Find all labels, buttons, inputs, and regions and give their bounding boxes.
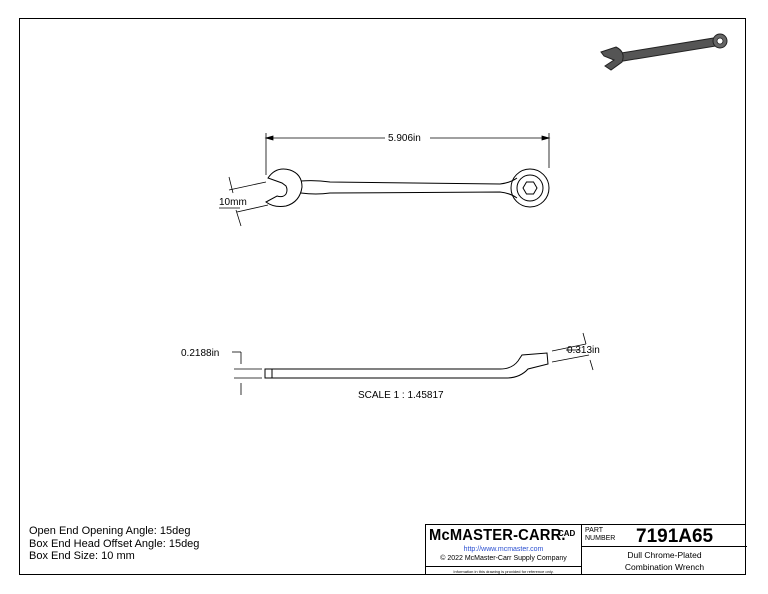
dimension-opening-label: 10mm (219, 197, 247, 208)
dimension-opening (219, 176, 269, 227)
dimension-length-label: 5.906in (388, 133, 421, 144)
disclaimer-text: Information in this drawing is provided … (426, 566, 581, 576)
dimension-thickness (232, 351, 262, 395)
isometric-wrench-view (600, 33, 728, 71)
note-box-end-size: Box End Size: 10 mm (29, 550, 135, 562)
dimension-length (264, 133, 551, 175)
title-block: McMASTER-CARR. CAD http://www.mcmaster.c… (425, 524, 747, 575)
scale-label: SCALE 1 : 1.45817 (358, 390, 444, 401)
dimension-box-thickness-label: 0.313in (567, 345, 600, 356)
title-block-part: PART NUMBER 7191A65 Dull Chrome-Plated C… (582, 525, 747, 575)
dimension-box-thickness (551, 332, 594, 371)
drawing-sheet-border (19, 18, 746, 575)
drawing-notes: Open End Opening Angle: 15deg Box End He… (29, 525, 199, 563)
wrench-side-view (264, 352, 549, 379)
title-block-divider (582, 546, 747, 547)
mcmaster-carr-logo: McMASTER-CARR. (429, 527, 566, 544)
copyright-text: © 2022 McMaster-Carr Supply Company (440, 555, 567, 562)
part-number: 7191A65 (636, 526, 714, 547)
description-line-2: Combination Wrench (624, 562, 705, 572)
description-line-1: Dull Chrome-Plated (627, 550, 702, 560)
title-block-company: McMASTER-CARR. CAD http://www.mcmaster.c… (426, 525, 582, 575)
website-link[interactable]: http://www.mcmaster.com (463, 546, 544, 553)
part-number-label: PART NUMBER (585, 527, 616, 542)
note-open-end-angle: Open End Opening Angle: 15deg (29, 525, 191, 537)
note-box-end-offset-angle: Box End Head Offset Angle: 15deg (29, 537, 200, 550)
dimension-thickness-label: 0.2188in (181, 348, 219, 359)
wrench-top-view (265, 168, 550, 208)
cad-mark: CAD (558, 529, 576, 538)
